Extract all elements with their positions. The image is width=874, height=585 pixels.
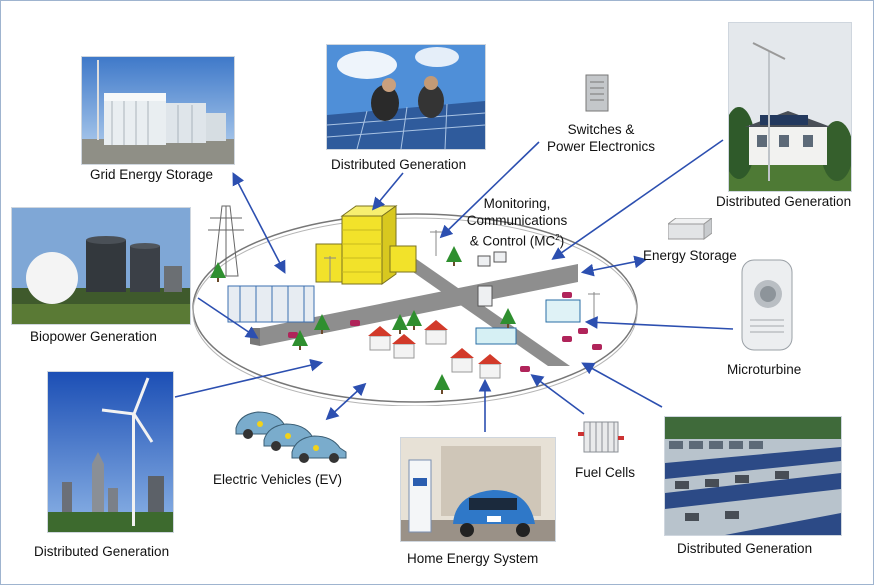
switches-line1: Switches & xyxy=(567,122,635,137)
label-distributed-generation-roof: Distributed Generation xyxy=(331,157,467,172)
arrow-switches xyxy=(439,141,540,239)
arrow-microturbine xyxy=(584,316,734,330)
monitoring-superscript: 2 xyxy=(555,233,560,242)
fuel-cell-unit xyxy=(578,418,624,456)
label-monitoring: Monitoring, Communications & Control (MC… xyxy=(452,195,582,250)
switches-unit xyxy=(585,74,609,112)
microturbine-unit xyxy=(740,258,794,353)
label-energy-storage: Energy Storage xyxy=(643,248,737,263)
arrow-grid-storage xyxy=(232,172,286,274)
monitoring-line2: Communications xyxy=(466,213,568,228)
arrow-carport xyxy=(581,362,663,408)
arrow-dg-house xyxy=(551,139,724,260)
label-microturbine: Microturbine xyxy=(727,362,802,377)
label-fuel-cells: Fuel Cells xyxy=(575,465,636,480)
monitoring-close: ) xyxy=(559,233,565,249)
label-home-energy-system: Home Energy System xyxy=(407,551,539,566)
arrow-ev xyxy=(325,382,367,421)
carport-solar-photo xyxy=(664,416,842,536)
label-distributed-generation-house: Distributed Generation xyxy=(716,194,852,209)
biopower-photo xyxy=(11,207,191,325)
arrow-solar-roof xyxy=(371,172,404,211)
solar-roof-photo xyxy=(326,44,486,150)
wind-city-photo xyxy=(47,371,174,533)
label-distributed-generation-carport: Distributed Generation xyxy=(677,541,813,556)
energy-storage-unit xyxy=(668,218,712,240)
house-wind-photo xyxy=(728,22,852,192)
electric-vehicles-illustration xyxy=(232,402,354,466)
monitoring-line3-text: & Control (MC xyxy=(469,233,556,249)
label-distributed-generation-wind: Distributed Generation xyxy=(34,544,170,559)
label-switches: Switches & Power Electronics xyxy=(541,121,661,155)
arrow-energy-storage xyxy=(580,255,648,277)
arrow-wind-city xyxy=(174,358,324,398)
home-energy-photo xyxy=(400,437,556,542)
grid-storage-photo xyxy=(81,56,235,165)
switches-line2: Power Electronics xyxy=(546,139,656,154)
arrow-fuel-cells xyxy=(530,374,585,415)
label-biopower-generation: Biopower Generation xyxy=(30,329,157,344)
city-island xyxy=(190,196,640,406)
monitoring-line1: Monitoring, xyxy=(483,196,551,211)
monitoring-line3: & Control (MC2) xyxy=(452,229,582,250)
label-grid-energy-storage: Grid Energy Storage xyxy=(90,167,214,182)
arrow-biopower xyxy=(197,297,259,339)
label-electric-vehicles: Electric Vehicles (EV) xyxy=(213,472,343,487)
